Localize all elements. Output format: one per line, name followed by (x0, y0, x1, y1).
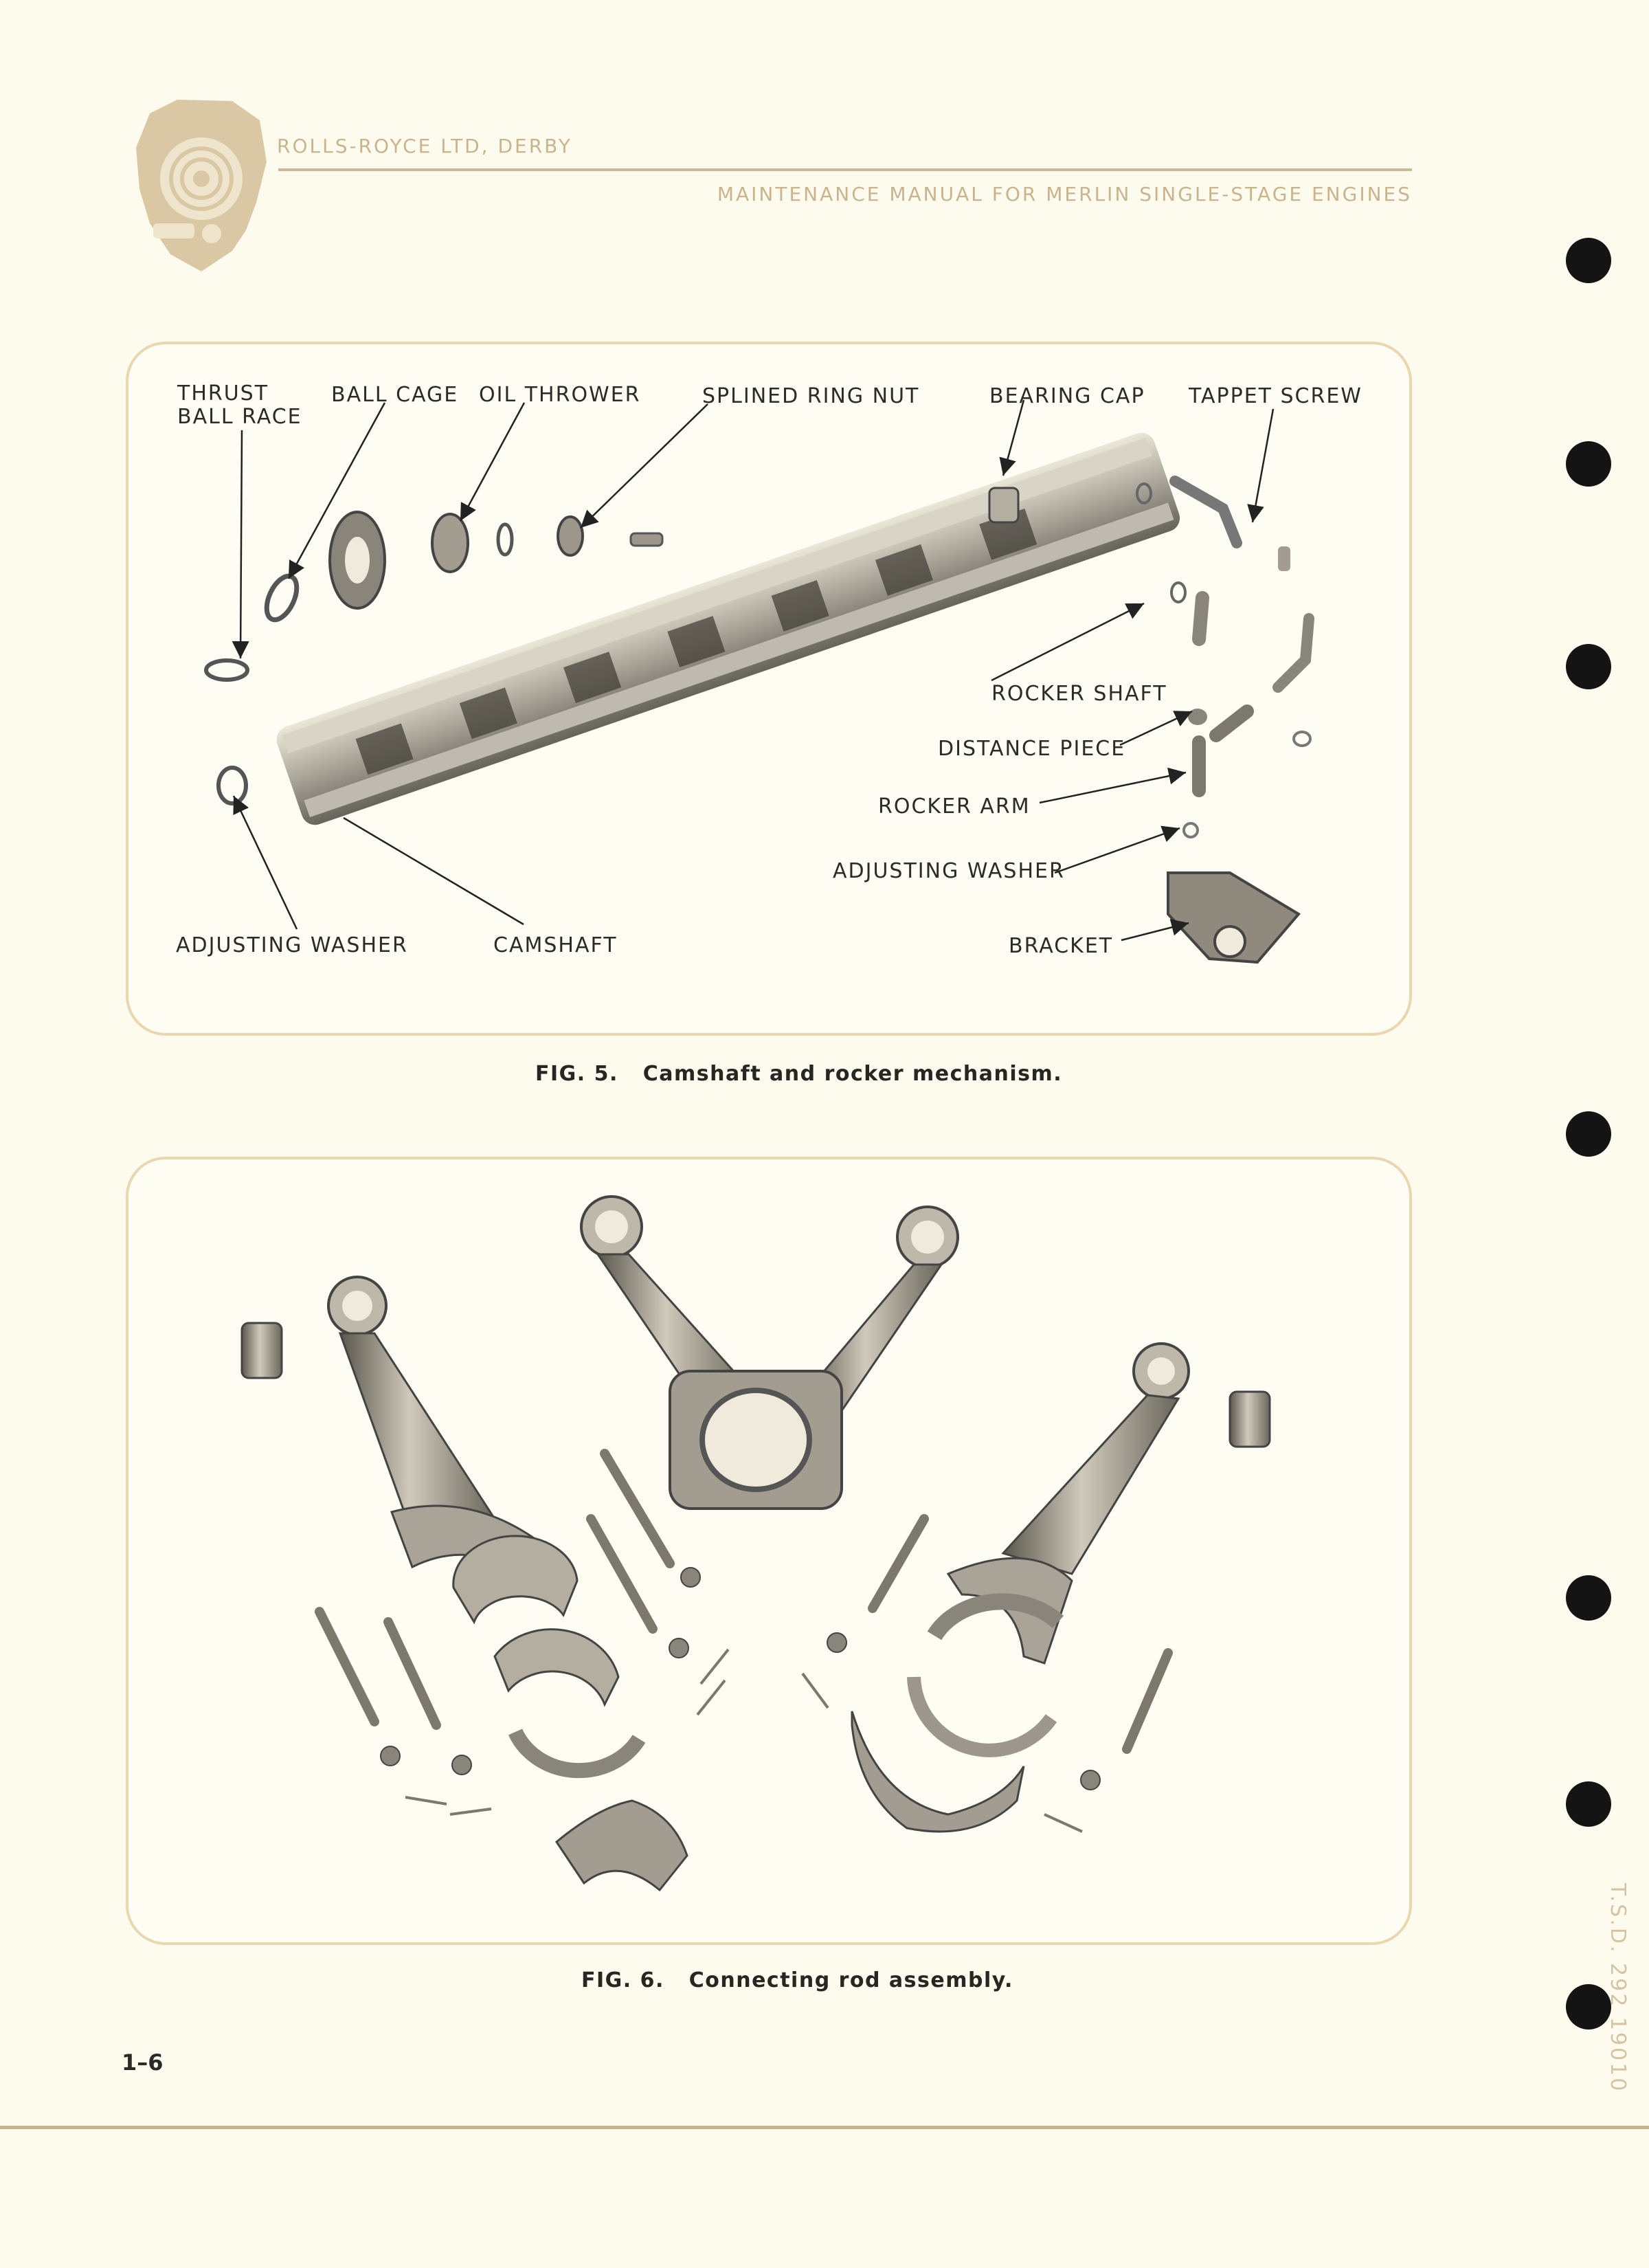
label-line-1: THRUST (177, 381, 269, 405)
page-number: 1–6 (122, 2049, 164, 2076)
figure-6-title: Connecting rod assembly. (688, 1968, 1013, 1992)
label-ball-cage: BALL CAGE (331, 383, 459, 407)
label-distance-piece: DISTANCE PIECE (938, 737, 1126, 761)
figure-5-caption: FIG. 5. Camshaft and rocker mechanism. (535, 1062, 1062, 1086)
label-adjusting-washer-right: ADJUSTING WASHER (833, 859, 1065, 883)
binder-hole (1566, 1781, 1611, 1827)
label-bracket: BRACKET (1009, 934, 1114, 958)
label-camshaft: CAMSHAFT (493, 933, 618, 957)
figure-5-title: Camshaft and rocker mechanism. (642, 1062, 1063, 1086)
merlin-engine-logo-icon (129, 93, 273, 273)
figure-6-caption: FIG. 6. Connecting rod assembly. (581, 1968, 1013, 1992)
label-oil-thrower: OIL THROWER (479, 383, 641, 407)
binder-hole (1566, 1575, 1611, 1621)
label-bearing-cap: BEARING CAP (989, 384, 1145, 408)
binder-hole (1566, 441, 1611, 487)
binder-hole (1566, 238, 1611, 283)
label-splined-ring-nut: SPLINED RING NUT (702, 384, 920, 408)
figure-5-number: FIG. 5. (535, 1062, 618, 1086)
footer-rule (0, 2126, 1649, 2129)
company-name: ROLLS-ROYCE LTD, DERBY (277, 135, 572, 157)
label-rocker-shaft: ROCKER SHAFT (991, 682, 1167, 706)
binder-hole (1566, 644, 1611, 689)
binder-hole (1566, 1111, 1611, 1157)
header-rule (278, 168, 1412, 171)
binder-hole (1566, 1984, 1611, 2030)
camshaft-illustration (204, 399, 1314, 964)
figure-6-number: FIG. 6. (581, 1968, 664, 1992)
label-rocker-arm: ROCKER ARM (878, 794, 1031, 819)
manual-title: MAINTENANCE MANUAL FOR MERLIN SINGLE-STA… (717, 183, 1412, 205)
label-thrust-ball-race: THRUST BALL RACE (177, 382, 302, 429)
side-reference: T.S.D. 292 19010 (1606, 1883, 1630, 2093)
label-line-2: BALL RACE (177, 405, 302, 429)
label-tappet-screw: TAPPET SCREW (1189, 384, 1362, 408)
label-adjusting-washer-left: ADJUSTING WASHER (176, 933, 408, 957)
